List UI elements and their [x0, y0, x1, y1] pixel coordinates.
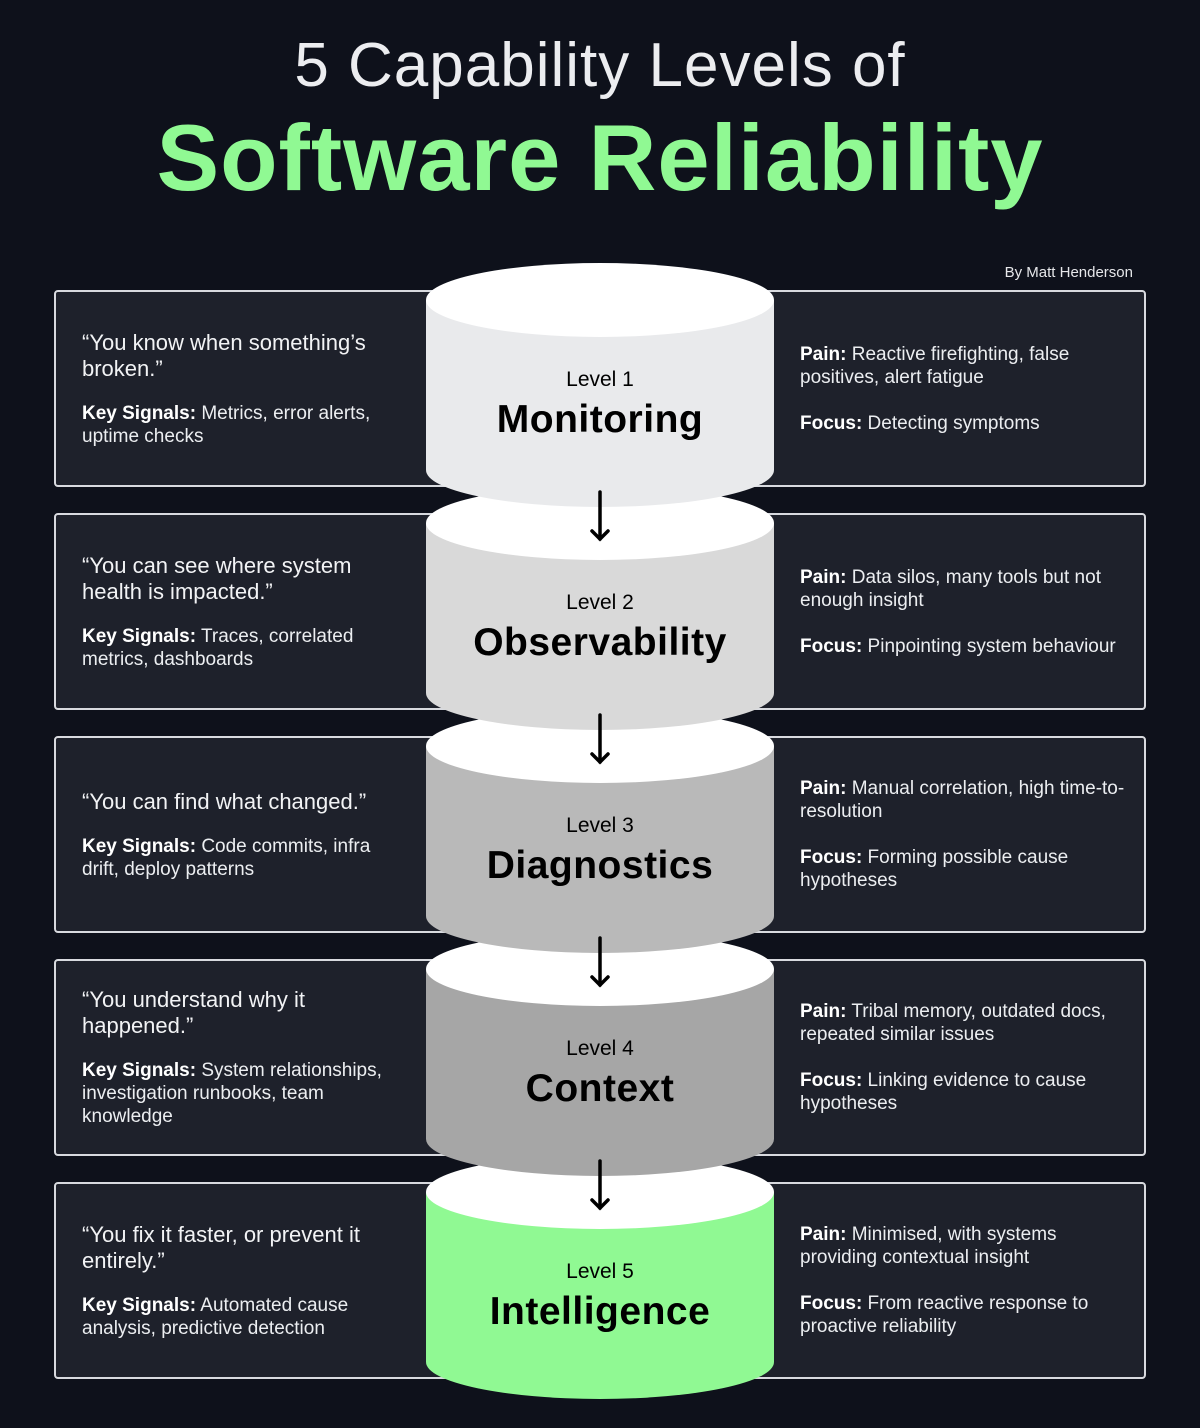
level-summary: “You fix it faster, or prevent it entire…	[82, 1184, 412, 1377]
level-name: Context	[525, 1067, 675, 1110]
pain: Pain: Tribal memory, outdated docs, repe…	[800, 1000, 1135, 1046]
cylinder-label-4: Level 4 Context	[426, 1037, 774, 1111]
key-signals-text: Metrics, error alerts, uptime checks	[82, 402, 371, 447]
focus: Focus: From reactive response to proacti…	[800, 1292, 1135, 1338]
pain: Pain: Minimised, with systems providing …	[800, 1223, 1135, 1269]
title-line-2: Software Reliability	[156, 105, 1044, 210]
pain-text: Minimised, with systems providing contex…	[800, 1224, 1057, 1268]
level-summary: “You can find what changed.” Key Signals…	[82, 738, 412, 931]
byline: By Matt Henderson	[1004, 264, 1133, 281]
cylinder-3	[426, 709, 774, 953]
cylinder-label-1: Level 1 Monitoring	[426, 368, 774, 442]
cylinder-body	[426, 746, 774, 953]
cylinder-body	[426, 969, 774, 1176]
level-summary: “You understand why it happened.” Key Si…	[82, 961, 412, 1154]
focus-label: Focus:	[800, 412, 863, 434]
level-number: Level 2	[566, 591, 634, 614]
focus: Focus: Pinpointing system behaviour	[800, 635, 1135, 658]
level-quote: “You understand why it happened.”	[82, 987, 305, 1038]
focus-text: Pinpointing system behaviour	[862, 635, 1116, 657]
arrow-down-icon	[590, 713, 610, 765]
level-number: Level 4	[566, 1037, 634, 1060]
pain-label: Pain:	[800, 1001, 847, 1022]
arrow-down-icon	[590, 490, 610, 542]
focus-label: Focus:	[800, 635, 863, 657]
key-signals-label: Key Signals:	[82, 625, 197, 647]
key-signals-text: Traces, correlated metrics, dashboards	[82, 625, 354, 670]
pain-text: Reactive firefighting, false positives, …	[800, 343, 1070, 388]
cylinder-label-2: Level 2 Observability	[426, 591, 774, 665]
pain-label: Pain:	[800, 566, 847, 588]
cylinder-top	[426, 263, 774, 337]
pain-label: Pain:	[800, 778, 847, 799]
level-name: Intelligence	[489, 1290, 711, 1333]
key-signals-text: Code commits, infra drift, deploy patter…	[82, 835, 371, 880]
arrow-down-icon	[590, 1159, 610, 1211]
level-quote: “You can see where system health is impa…	[82, 552, 352, 604]
level-number: Level 1	[566, 368, 634, 391]
title-line-1: 5 Capability Levels of	[294, 31, 906, 100]
level-quote: “You can find what changed.”	[82, 788, 367, 814]
key-signals-text: System relationships, investigation runb…	[82, 1060, 382, 1127]
focus-label: Focus:	[800, 1293, 863, 1314]
key-signals-label: Key Signals:	[82, 835, 197, 857]
level-details: Pain: Data silos, many tools but not eno…	[800, 515, 1135, 708]
key-signals-text: Automated cause analysis, predictive det…	[82, 1294, 349, 1339]
level-number: Level 3	[566, 814, 634, 837]
cylinder-body	[426, 1192, 774, 1399]
key-signals-label: Key Signals:	[82, 402, 197, 424]
level-name: Observability	[473, 621, 727, 664]
pain: Pain: Manual correlation, high time-to-r…	[800, 777, 1135, 823]
focus-label: Focus:	[800, 847, 863, 868]
cylinder-body	[426, 523, 774, 730]
level-details: Pain: Minimised, with systems providing …	[800, 1184, 1135, 1377]
level-quote: “You know when something’s broken.”	[82, 329, 366, 381]
focus-text: Detecting symptoms	[862, 412, 1040, 434]
level-number: Level 5	[566, 1260, 634, 1283]
pain-label: Pain:	[800, 343, 847, 365]
cylinder-label-5: Level 5 Intelligence	[426, 1260, 774, 1334]
key-signals-label: Key Signals:	[82, 1294, 197, 1316]
level-quote: “You fix it faster, or prevent it entire…	[82, 1221, 360, 1273]
cylinder-label-3: Level 3 Diagnostics	[426, 814, 774, 888]
key-signals-label: Key Signals:	[82, 1060, 197, 1081]
pain: Pain: Data silos, many tools but not eno…	[800, 566, 1135, 612]
pain: Pain: Reactive firefighting, false posit…	[800, 343, 1135, 389]
arrow-down-icon	[590, 936, 610, 988]
level-summary: “You know when something’s broken.” Key …	[82, 292, 412, 485]
focus-text: From reactive response to proactive reli…	[800, 1293, 1089, 1337]
focus: Focus: Detecting symptoms	[800, 412, 1135, 435]
key-signals: Key Signals: Metrics, error alerts, upti…	[82, 402, 412, 448]
focus-text: Forming possible cause hypotheses	[800, 847, 1069, 891]
focus: Focus: Forming possible cause hypotheses	[800, 846, 1135, 892]
key-signals: Key Signals: Traces, correlated metrics,…	[82, 625, 412, 671]
level-details: Pain: Manual correlation, high time-to-r…	[800, 738, 1135, 931]
focus-text: Linking evidence to cause hypotheses	[800, 1070, 1087, 1114]
key-signals: Key Signals: Automated cause analysis, p…	[82, 1294, 412, 1340]
pain-text: Data silos, many tools but not enough in…	[800, 566, 1101, 611]
level-summary: “You can see where system health is impa…	[82, 515, 412, 708]
level-details: Pain: Reactive firefighting, false posit…	[800, 292, 1135, 485]
cylinder-1	[426, 263, 774, 507]
level-name: Monitoring	[496, 398, 704, 441]
cylinder-body	[426, 300, 774, 507]
pain-text: Manual correlation, high time-to-resolut…	[800, 778, 1125, 822]
key-signals: Key Signals: System relationships, inves…	[82, 1059, 412, 1128]
pain-label: Pain:	[800, 1224, 847, 1245]
pain-text: Tribal memory, outdated docs, repeated s…	[800, 1001, 1106, 1045]
key-signals: Key Signals: Code commits, infra drift, …	[82, 835, 412, 881]
level-name: Diagnostics	[486, 844, 714, 887]
focus: Focus: Linking evidence to cause hypothe…	[800, 1069, 1135, 1115]
focus-label: Focus:	[800, 1070, 863, 1091]
level-details: Pain: Tribal memory, outdated docs, repe…	[800, 961, 1135, 1154]
